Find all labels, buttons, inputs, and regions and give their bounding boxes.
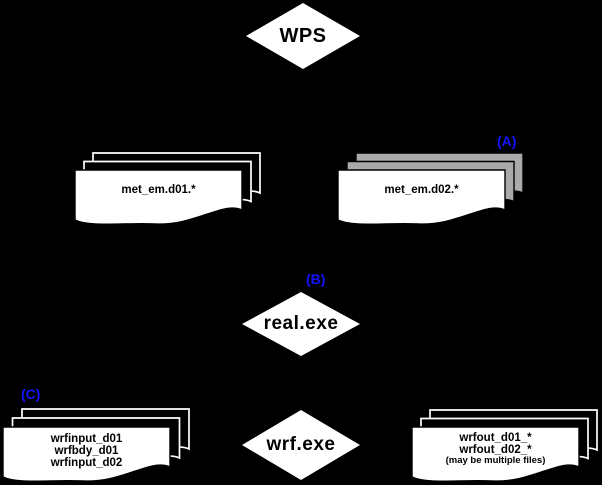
wps-process-node: WPS — [246, 3, 360, 69]
met-em-d01-label: met_em.d01.* — [121, 183, 196, 196]
wrfout-line-1: wrfout_d01_* — [459, 432, 532, 444]
annotation-a: (A) — [497, 133, 517, 149]
diamond-shape — [242, 292, 360, 356]
document-sheet-front — [3, 426, 171, 482]
wrfout-file-stack: wrfout_d01_* wrfout_d02_* (may be multip… — [412, 408, 602, 485]
met-em-d02-file-stack: met_em.d02.* — [338, 152, 528, 230]
wrfinput-line-3: wrfinput_d02 — [50, 457, 123, 469]
wrfinput-label-block: wrfinput_d01 wrfbdy_d01 wrfinput_d02 — [3, 433, 170, 469]
annotation-c: (C) — [21, 386, 41, 402]
annotation-b: (B) — [306, 271, 326, 287]
real-exe-process-node: real.exe — [242, 292, 360, 356]
real-exe-label: real.exe — [263, 313, 339, 334]
diamond-shape — [242, 410, 360, 480]
wrfout-line-2: wrfout_d02_* — [459, 444, 532, 456]
wrfout-note: (may be multiple files) — [445, 455, 546, 466]
document-sheet-front — [338, 169, 506, 225]
wrf-exe-process-node: wrf.exe — [242, 410, 360, 480]
met-em-d01-file-stack: met_em.d01.* — [75, 152, 265, 230]
wrfinput-file-stack: wrfinput_d01 wrfbdy_d01 wrfinput_d02 — [3, 408, 193, 485]
wrfinput-line-2: wrfbdy_d01 — [54, 445, 119, 457]
wps-label: WPS — [279, 24, 327, 47]
diamond-shape — [246, 3, 360, 69]
document-sheet-front — [412, 426, 580, 482]
wrf-exe-label: wrf.exe — [266, 434, 336, 455]
met-em-d02-label: met_em.d02.* — [384, 183, 459, 196]
wrfinput-line-1: wrfinput_d01 — [50, 433, 123, 445]
document-sheet-front — [75, 169, 243, 225]
wrfout-label-block: wrfout_d01_* wrfout_d02_* (may be multip… — [412, 432, 579, 466]
